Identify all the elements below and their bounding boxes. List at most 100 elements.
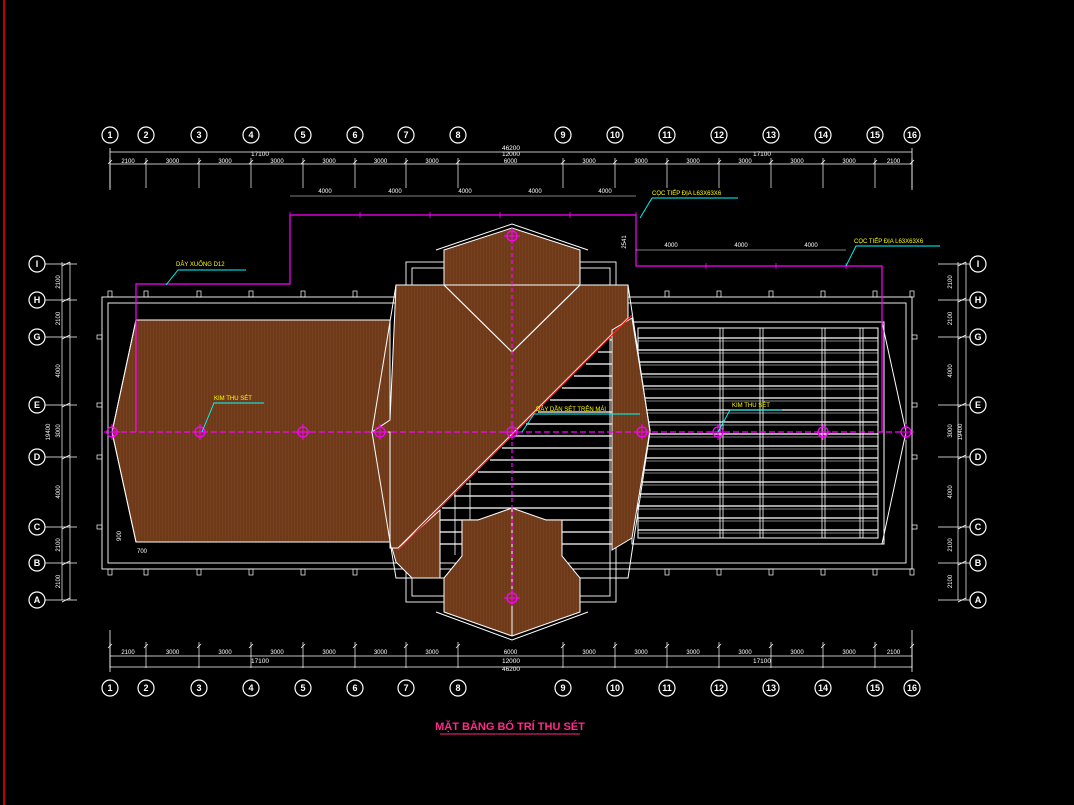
right-rafter-lines [638,328,878,538]
bottom-axis-bubble-9 [554,679,572,697]
detail-900-dim: 900 [117,530,123,541]
wire-upper-dim: 4000 [528,189,542,195]
bottom-axis-bubble-5 [294,679,312,697]
detail-700-dim: 700 [137,549,148,555]
wire-lower-dim: 4000 [804,243,818,249]
top-axis-bubble-8 [449,126,467,144]
bottom-axis-label-12: 12 [714,683,724,693]
bottom-axis-bubble-1 [101,679,119,697]
span-label: 3000 [166,650,180,656]
bottom-axis-bubble-12 [710,679,728,697]
wire-upper-dim: 4000 [458,189,472,195]
side-span-label: 2100 [56,311,62,325]
top-right-dim: 17100 [753,151,771,158]
air-terminal-icon [634,424,650,440]
right-side-dimensions [957,262,967,600]
bottom-axis-bubble-14 [814,679,832,697]
right-axis-label-C: C [975,522,982,532]
air-terminal-icon [104,424,120,440]
side-span-label: 2100 [948,311,954,325]
span-label: 2100 [121,159,135,165]
top-axis-bubble-5 [294,126,312,144]
left-axis-label-C: C [34,522,41,532]
wire-drop-dim: 2541 [622,235,628,249]
right-axis-label-G: G [974,332,981,342]
right-axis-label-D: D [975,452,982,462]
bottom-middle-dim: 12000 [502,658,520,665]
side-span-label: 2100 [56,275,62,289]
left-side-dimensions [61,262,71,600]
bottom-axis-bubble-8 [449,679,467,697]
side-span-label: 2100 [56,538,62,552]
top-axis-bubble-2 [137,126,155,144]
air-terminal-label-right: KIM THU SÉT [732,402,770,409]
label-leaders [165,197,940,433]
side-span-label: 4000 [56,364,62,378]
down-wire-label: DÂY XUỐNG D12 [176,261,225,268]
bottom-dimension-ticks [107,642,915,668]
top-left-dim: 17100 [251,151,269,158]
right-axis-label-E: E [975,400,981,410]
span-label: 3000 [322,650,336,656]
top-axis-label-12: 12 [714,130,724,140]
bottom-axis-bubble-15 [866,679,884,697]
top-axis-bubble-1 [101,126,119,144]
top-axis-label-8: 8 [455,130,460,140]
span-label: 3000 [790,650,804,656]
top-axis-label-7: 7 [403,130,408,140]
bottom-left-dim: 17100 [251,658,269,665]
span-label: 3000 [842,159,856,165]
bottom-axis-bubble-3 [190,679,208,697]
right-roof-strip [611,317,651,551]
roof-conductor-label: DÂY DẪN SÉT TRÊN MÁI [536,405,606,413]
span-label: 3000 [374,159,388,165]
top-axis-bubble-16 [903,126,921,144]
bottom-axis-label-6: 6 [352,683,357,693]
right-side-ticks [957,261,967,603]
bottom-axis-label-2: 2 [143,683,148,693]
span-label: 3000 [166,159,180,165]
left-side-ticks [61,261,71,603]
wire-upper-dim: 4000 [598,189,612,195]
span-label: 6000 [504,159,518,165]
top-axis-bubble-4 [242,126,260,144]
top-axis-label-13: 13 [766,130,776,140]
top-axis-bubble-3 [190,126,208,144]
side-span-label: 4000 [56,485,62,499]
ground-rod-label-2: CỌC TIẾP ĐỊA L63X63X6 [854,238,924,245]
bottom-axis-label-10: 10 [610,683,620,693]
right-axis-label-B: B [975,558,982,568]
drawing-title: MẶT BẰNG BỐ TRÍ THU SÉT [435,719,585,733]
span-label: 3000 [738,159,752,165]
right-axis-label-A: A [975,595,982,605]
air-terminal-icon [504,590,520,606]
column-marks [96,290,918,576]
top-axis-bubble-9 [554,126,572,144]
left-axis-label-B: B [34,558,41,568]
bottom-axis-bubble-7 [397,679,415,697]
top-axis-bubble-12 [710,126,728,144]
left-axis-label-G: G [33,332,40,342]
wire-lower-dim: 4000 [664,243,678,249]
side-span-label: 2100 [56,574,62,588]
wire-dim-lines [290,195,846,251]
bottom-axis-label-16: 16 [907,683,917,693]
span-label: 3000 [582,159,596,165]
span-label: 3000 [582,650,596,656]
bottom-right-dim: 17100 [753,658,771,665]
span-label: 3000 [270,159,284,165]
top-axis-label-3: 3 [196,130,201,140]
top-axis-label-15: 15 [870,130,880,140]
right-total-dim: 19400 [958,423,964,440]
bottom-axis-label-9: 9 [560,683,565,693]
bottom-axis-label-13: 13 [766,683,776,693]
air-terminal-icon [372,424,388,440]
span-label: 3000 [322,159,336,165]
